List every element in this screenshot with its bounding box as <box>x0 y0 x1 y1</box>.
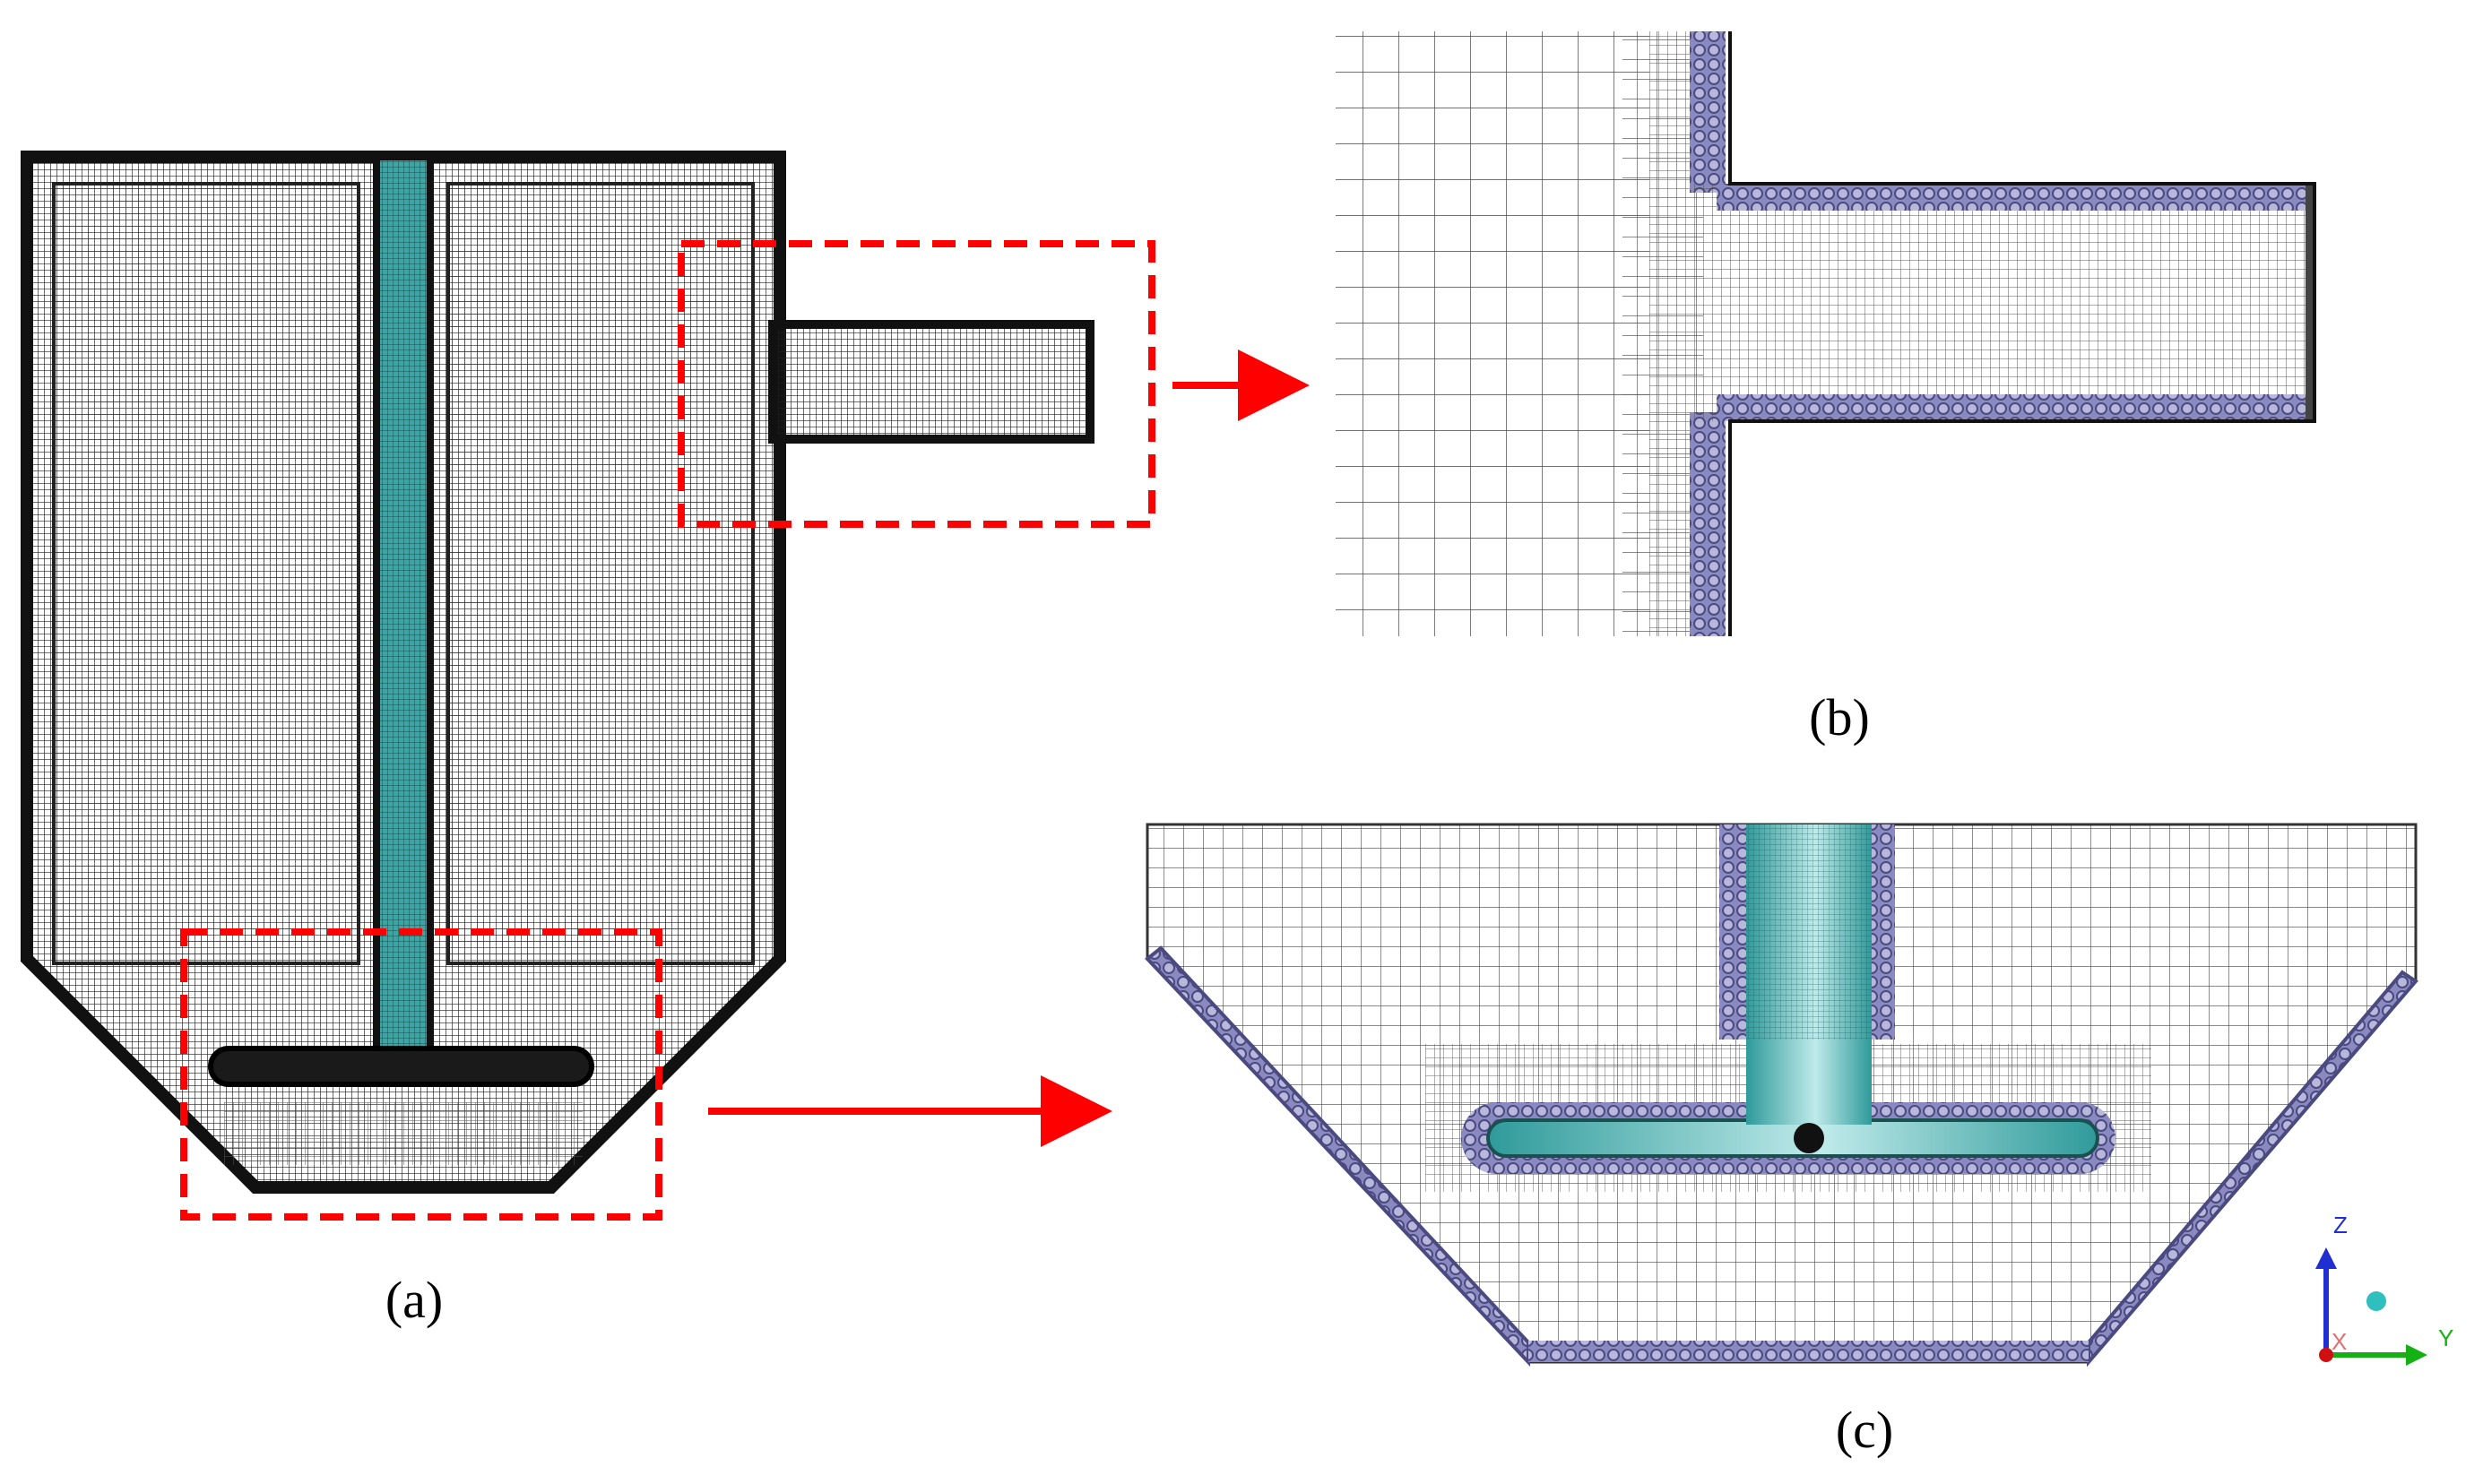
b-fine-mesh <box>1649 31 1694 636</box>
c-blade <box>1486 1118 2099 1158</box>
b-wall-boundary-lower <box>1690 412 1726 636</box>
b-pipe-wall-top <box>1717 184 2313 211</box>
highlight-box-impeller <box>180 928 662 1221</box>
axis-label-x: X <box>2332 1328 2347 1355</box>
axis-label-z: Z <box>2333 1212 2348 1238</box>
panel-a: (a) <box>21 151 1155 1329</box>
coordinate-triad-icon: Z Y X <box>2315 1212 2453 1366</box>
b-pipe-wall-bottom <box>1717 394 2313 421</box>
shaft <box>373 153 434 1066</box>
panel-c: (c) <box>1145 823 2418 1459</box>
b-wall-line <box>1728 31 2316 636</box>
c-shaft-lower <box>1746 1040 1872 1125</box>
tank-interior-right <box>446 182 755 965</box>
tank-interior-left <box>52 182 360 965</box>
bottom-mesh-band <box>224 1102 583 1165</box>
b-pipe-interior <box>1694 184 2313 421</box>
b-wall-boundary-upper <box>1690 31 1726 193</box>
outlet-pipe <box>768 320 1094 444</box>
caption-a: (a) <box>385 1271 443 1329</box>
c-hub <box>1794 1123 1824 1153</box>
c-wall-boundary-bottom <box>1528 1341 2089 1362</box>
panel-b: (b) <box>1336 31 2316 746</box>
axis-label-y: Y <box>2438 1324 2453 1351</box>
b-coarse-mesh <box>1336 31 1649 636</box>
caption-b: (b) <box>1809 688 1870 746</box>
impeller-blade <box>208 1046 594 1087</box>
caption-c: (c) <box>1836 1401 1893 1459</box>
b-pipe-end <box>2306 184 2314 421</box>
highlight-box-outlet <box>678 240 1155 528</box>
